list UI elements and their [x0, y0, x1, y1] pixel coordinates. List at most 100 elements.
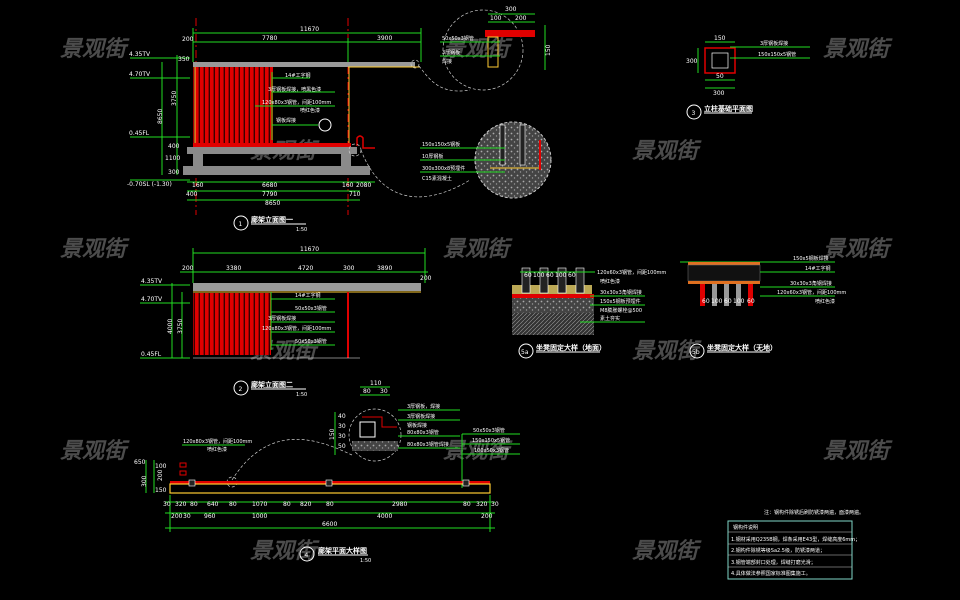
- dimension-text: 150: [329, 428, 336, 440]
- dimension-text: 400: [186, 191, 198, 198]
- dimension-text: 3900: [377, 35, 392, 42]
- callout: 14#工字钢: [285, 72, 311, 79]
- dimension-text: 80: [326, 501, 334, 508]
- dimension-text: 710: [349, 191, 361, 198]
- dimension-text: 60: [568, 272, 576, 279]
- callout: 3厚钢板焊接: [760, 40, 788, 47]
- plan-dim-row2: 200 30 960 1000 4000 200: [171, 513, 493, 520]
- dimension-text: 11670: [300, 246, 319, 253]
- callout: 14#工字钢: [295, 292, 321, 299]
- dimension-text: 80: [363, 388, 371, 395]
- callout: M8膨胀螺栓@500: [600, 307, 642, 314]
- callout: 50x50x3钢管: [295, 338, 327, 345]
- dimension-text: 2080: [356, 182, 371, 189]
- red-slat-screen: [193, 67, 273, 143]
- callout: 80x80x3钢管焊接: [407, 441, 449, 448]
- callout: 150x5钢板焊接: [793, 255, 829, 262]
- dimension-text: 200: [182, 265, 194, 272]
- watermark: 景观街: [632, 539, 702, 564]
- callout: 120x80x3钢管，间距100mm: [262, 325, 331, 332]
- callout: 焊接: [442, 58, 452, 65]
- dimension-text: 1000: [252, 513, 267, 520]
- dimension-text: 350: [178, 56, 190, 63]
- dimension-text: 6680: [262, 182, 277, 189]
- dimension-text: 100: [711, 298, 723, 305]
- dimension-text: 300: [505, 6, 517, 13]
- level-text: 4.35TV: [129, 51, 151, 58]
- drawing-number: 2: [239, 386, 243, 393]
- dimension-text: 320: [476, 501, 488, 508]
- dimension-text: 820: [300, 501, 312, 508]
- level-text: 4.35TV: [141, 278, 163, 285]
- dimension-text: 650: [134, 459, 146, 466]
- dimension-text: 60: [524, 272, 532, 279]
- watermark: 景观街: [60, 439, 130, 464]
- callout: 120x60x3钢管，间距100mm: [597, 269, 666, 276]
- roof-beam: [193, 62, 415, 67]
- drawing-number-badge: [233, 215, 249, 231]
- callout: 14#工字钢: [805, 265, 831, 272]
- dimension-text: 11670: [300, 26, 319, 33]
- callout: C15素混凝土: [422, 175, 452, 182]
- level-text: 4.70TV: [141, 296, 163, 303]
- watermark: 景观街: [823, 439, 893, 464]
- level-text: 0.45FL: [141, 351, 162, 358]
- dimension-text: 50: [338, 443, 346, 450]
- dimension-text: 200: [171, 513, 183, 520]
- callout: 钢板焊接: [407, 422, 427, 429]
- dimension-text: 60: [702, 298, 710, 305]
- callout: 50x50x3钢管: [295, 305, 327, 312]
- note-item: 4.具体做法参照国家标准图集施工。: [731, 570, 811, 577]
- section-3-column-base: 150 50 300 300 3厚钢板焊接 150x150x5钢管 3 立柱基础…: [686, 35, 810, 120]
- callout: 喷红色漆: [300, 107, 320, 114]
- dimension-text: 100: [155, 463, 167, 470]
- dimension-text: 150: [714, 35, 726, 42]
- dimension-text: 4720: [298, 265, 313, 272]
- dimension-text: 300: [686, 58, 698, 65]
- dimension-text: 200: [420, 275, 432, 282]
- callout: 150x5钢板预埋件: [600, 298, 641, 305]
- dimension-text: 80: [229, 501, 237, 508]
- dimension-text: 160: [192, 182, 204, 189]
- dimension-text: 30: [163, 501, 171, 508]
- note-item: 3.钢管端部封口处理，焊缝打磨光滑；: [731, 559, 816, 566]
- dimension-text: 3750: [171, 91, 178, 106]
- callout: 3厚钢板焊接: [407, 413, 435, 420]
- dimension-text: 8650: [157, 109, 164, 124]
- dimension-text: 30: [380, 388, 388, 395]
- dimension-text: 100: [533, 272, 545, 279]
- dimension-text: 60: [724, 298, 732, 305]
- callout: 30x30x3角钢焊接: [790, 280, 832, 287]
- dimension-text: 1100: [165, 155, 180, 162]
- detail-top-connection: 300 100 200 150 50x50x3钢管 3厚钢板 焊接: [418, 6, 552, 92]
- dimension-text: 30: [338, 433, 346, 440]
- dimension-text: 50: [716, 73, 724, 80]
- callout: 3厚钢板: [442, 49, 460, 56]
- dimension-text: 400: [168, 143, 180, 150]
- dimension-text: 1070: [252, 501, 267, 508]
- dimension-text: 110: [370, 380, 382, 387]
- drawing-number: 3: [692, 110, 696, 117]
- callout: 120x80x3钢管，间距100mm: [183, 438, 252, 445]
- dimension-text: 6600: [322, 521, 337, 528]
- dimension-text: 100: [490, 15, 502, 22]
- watermark: 景观街: [60, 37, 130, 62]
- dimension-text: 150: [155, 487, 167, 494]
- drawing-scale: 1:50: [360, 558, 371, 564]
- dimension-text: 30: [338, 423, 346, 430]
- drawing-number: 5b: [692, 349, 700, 356]
- dimension-text: 200: [157, 469, 164, 481]
- callout: 3厚钢板焊接，喷黑色漆: [268, 86, 321, 93]
- note-text: 注：钢构件除锈后刷防锈漆两遍，面漆两遍。: [764, 509, 864, 516]
- dimension-text: 300: [713, 90, 725, 97]
- callout: 50x50x3钢管: [442, 35, 474, 42]
- dimension-text: 3380: [226, 265, 241, 272]
- callout: 100x50x3钢管: [474, 447, 509, 454]
- drawing-number: 4: [305, 552, 309, 559]
- drawing-title: 坐凳固定大样（地面）: [536, 343, 606, 352]
- dimension-text: 80: [283, 501, 291, 508]
- dimension-text: 640: [207, 501, 219, 508]
- callout: 300x300x8预埋件: [422, 165, 465, 172]
- elevation-2: 11670 200 3380 4720 300 3890 200 14#工字钢 …: [140, 246, 432, 398]
- drawing-title: 廊架立面图二: [251, 380, 293, 389]
